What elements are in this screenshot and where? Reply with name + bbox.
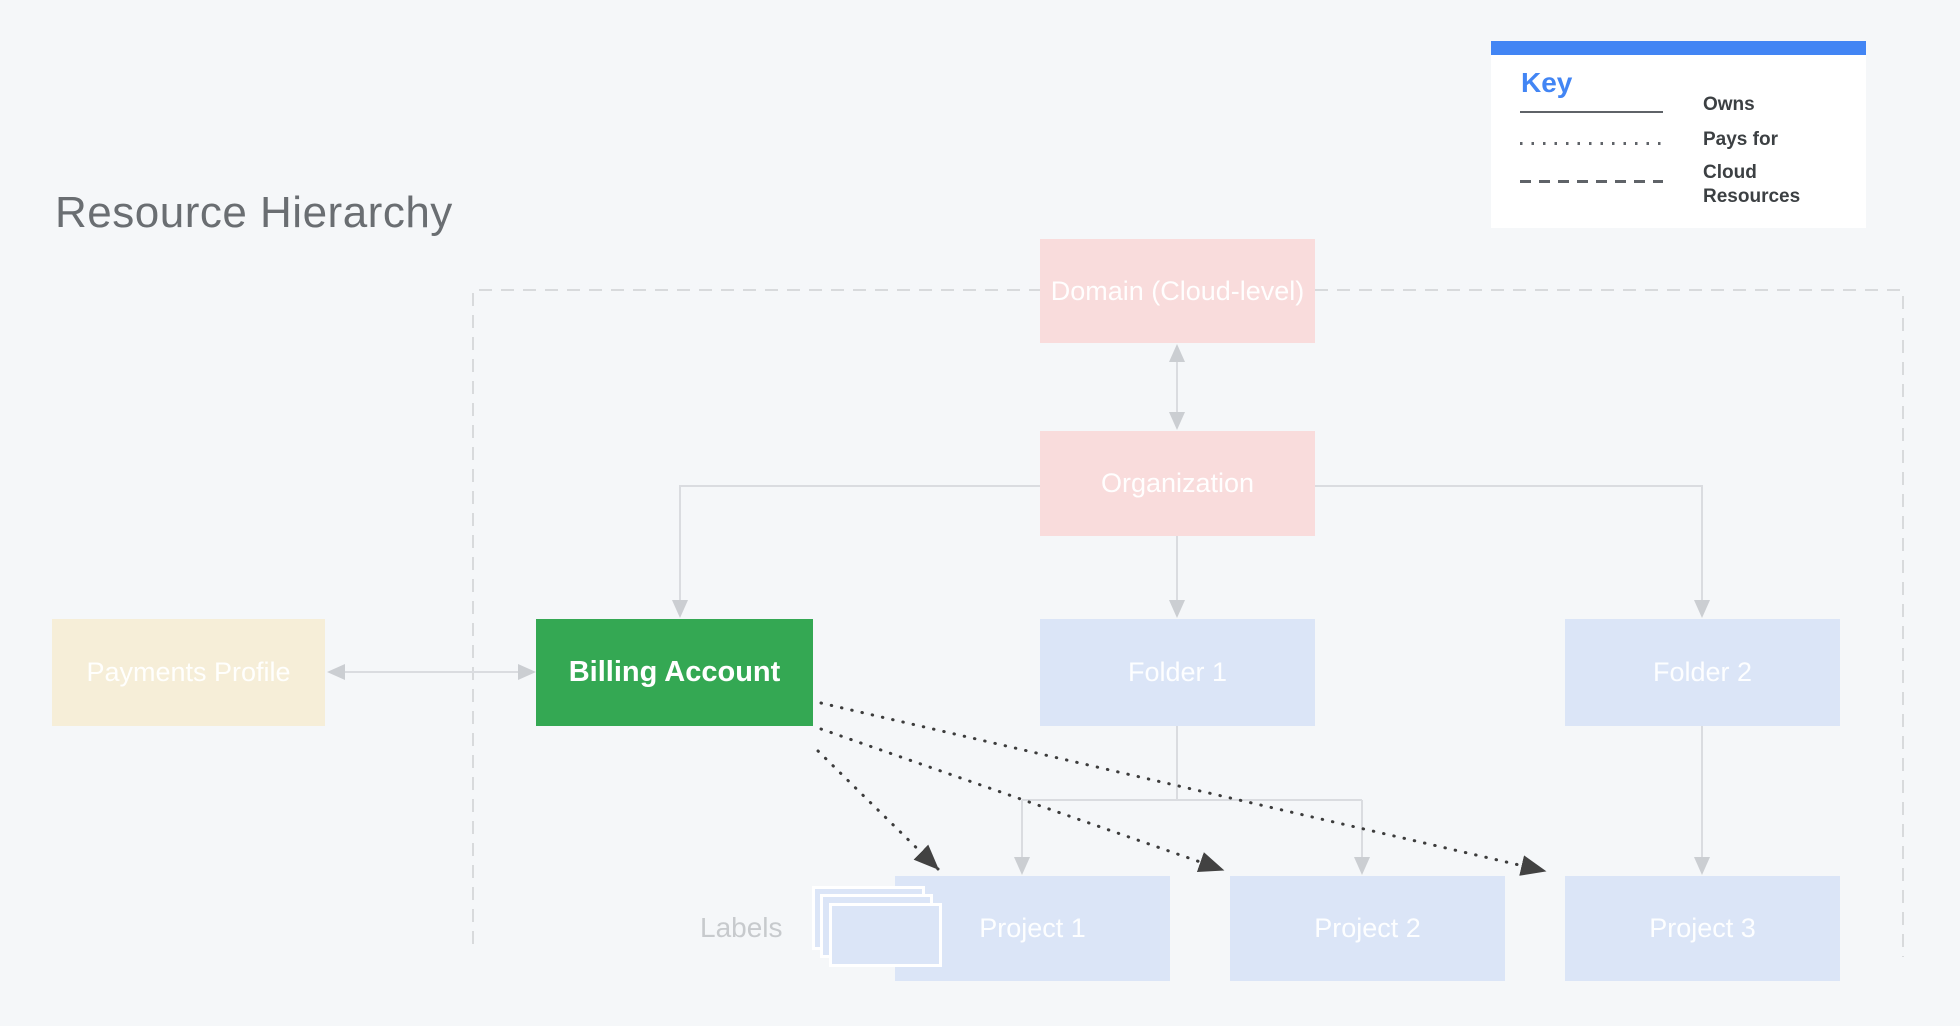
legend-label-cloud-resources: Cloud Resources [1703,162,1801,207]
arrowhead-down-project3 [1694,857,1710,875]
node-project-3: Project 3 [1565,876,1840,981]
edge-organization-folder2 [1315,485,1703,602]
legend-card: Key Owns Pays for Cloud Resources [1491,41,1866,228]
edge-folder1-projects [1021,726,1363,859]
owns-arrowheads [327,344,1710,875]
legend-label-pays-for: Pays for [1703,129,1778,150]
arrowhead-left-payments [327,664,345,680]
node-billing-account: Billing Account [536,619,813,726]
edge-billing-project3 [819,701,1547,876]
node-payments-profile: Payments Profile [52,619,325,726]
node-organization: Organization [1040,431,1315,536]
arrowhead-down-folder2 [1694,600,1710,618]
arrowhead-right-billing [518,664,536,680]
arrowhead-down-project1 [1014,857,1030,875]
legend-accent-bar [1491,41,1866,55]
owns-lines [343,358,1703,859]
arrowhead-down-project2 [1354,857,1370,875]
arrowhead-down-folder1 [1169,600,1185,618]
arrowhead-down-organization [1169,412,1185,430]
node-folder-1: Folder 1 [1040,619,1315,726]
arrowhead-down-billing [672,600,688,618]
legend-title: Key [1521,67,1573,98]
legend-solid-line-sample [1520,111,1663,113]
edge-billing-project1 [816,749,940,871]
labels-stack-icon [812,886,946,970]
legend-dashed-line-sample [1520,180,1663,183]
label-card-front [829,903,942,967]
legend-label-owns: Owns [1703,94,1755,115]
node-project-2: Project 2 [1230,876,1505,981]
edge-organization-billing [679,485,1040,602]
node-folder-2: Folder 2 [1565,619,1840,726]
arrowhead-up-domain [1169,344,1185,362]
labels-caption: Labels [700,912,783,943]
legend-dotted-line-sample [1520,142,1663,145]
edge-billing-project2 [819,727,1225,872]
page-title: Resource Hierarchy [55,188,453,237]
node-domain: Domain (Cloud-level) [1040,239,1315,343]
